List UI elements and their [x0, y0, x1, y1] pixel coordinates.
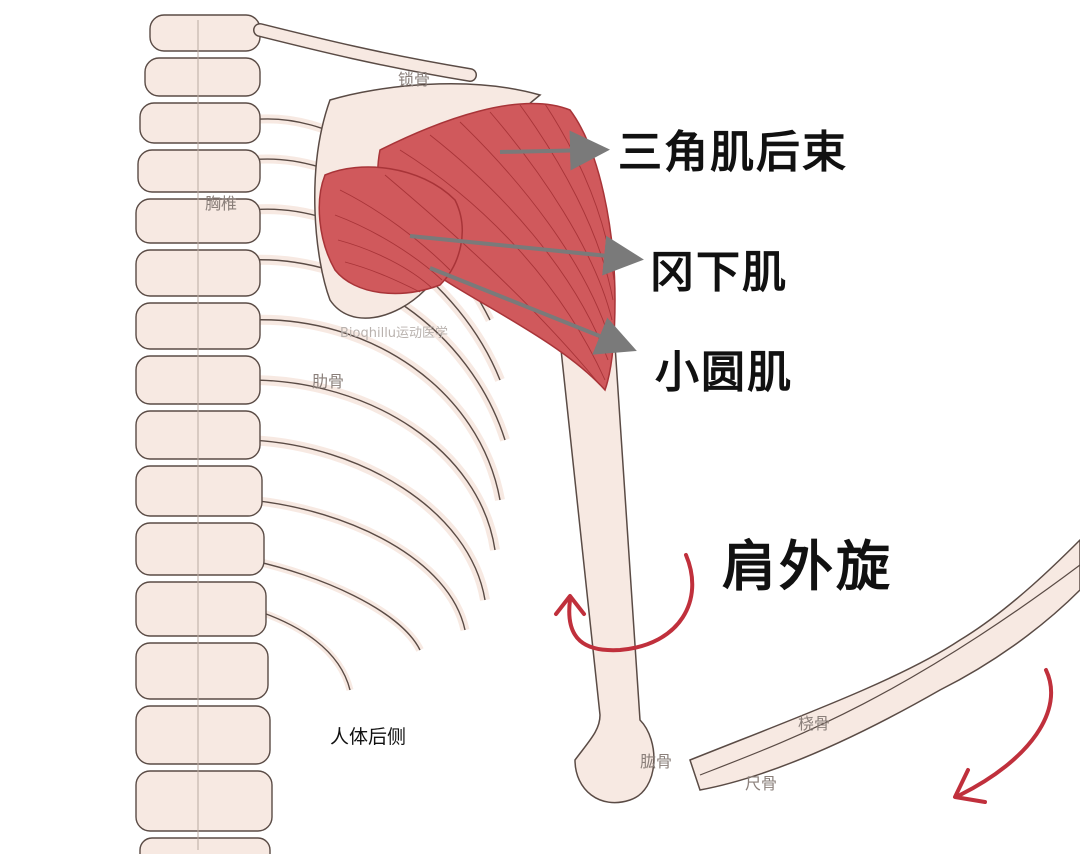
label-thoracic-vertebrae: 胸椎 [205, 190, 237, 214]
label-posterior-view: 人体后侧 [330, 722, 406, 749]
label-ribs: 肋骨 [312, 368, 344, 392]
forearm-rotation-arrow [960, 670, 1051, 795]
label-teres-minor: 小圆肌 [655, 336, 793, 400]
label-infraspinatus: 冈下肌 [650, 236, 788, 300]
label-humerus: 肱骨 [640, 748, 672, 772]
label-ulna: 尺骨 [745, 770, 777, 794]
label-clavicle: 锁骨 [398, 66, 430, 90]
label-radius: 桡骨 [798, 710, 830, 734]
humerus-bone [560, 333, 654, 803]
label-external-rotation: 肩外旋 [722, 522, 893, 601]
spine [136, 15, 272, 854]
label-posterior-deltoid: 三角肌后束 [618, 116, 848, 180]
watermark: Bioqhillu运动医学 [340, 322, 448, 341]
